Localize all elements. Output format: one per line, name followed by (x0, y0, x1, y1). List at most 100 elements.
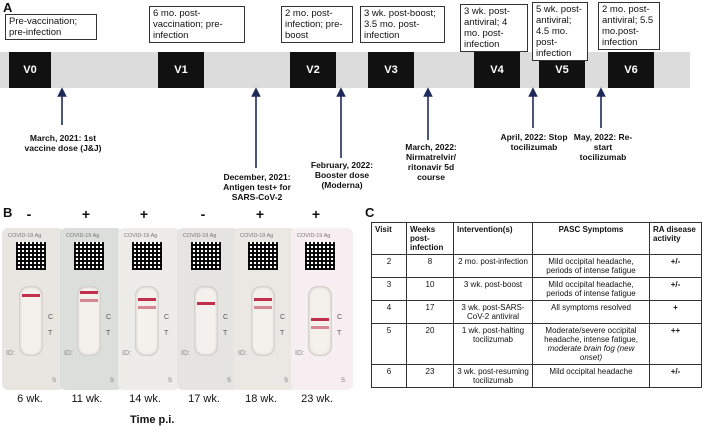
strip-t-label: T (337, 330, 342, 337)
control-line (254, 298, 272, 301)
header-ra-activity: RA disease activity (649, 222, 702, 255)
result-sign-4: - (200, 206, 206, 222)
cell-symptoms: Mild occipital headache, periods of inte… (532, 254, 650, 278)
event-label-6: May, 2022: Re-start tocilizumab (573, 132, 633, 162)
strip-header: COVID-19 Ag (183, 233, 217, 239)
event-label-3: February, 2022: Booster dose (Moderna) (310, 160, 374, 190)
header-visit: Visit (371, 222, 407, 255)
visit-box-v4: V4 (474, 52, 520, 88)
week-label-1: 6 wk. (17, 393, 43, 405)
status-box-v5: 5 wk. post-antiviral; 4.5 mo. post-infec… (532, 2, 588, 61)
strip-c-label: C (164, 314, 170, 321)
strip-s-label: S (168, 378, 173, 384)
cell-symptoms: Mild occipital headache (532, 364, 650, 388)
test-window (135, 286, 159, 356)
header-intervention: Intervention(s) (453, 222, 533, 255)
visit-box-v0: V0 (9, 52, 51, 88)
event-label-5: April, 2022: Stop tocilizumab (500, 132, 568, 152)
cell-symptoms: All symptoms resolved (532, 300, 650, 324)
strip-header: COVID-19 Ag (297, 233, 331, 239)
qr-code-icon (16, 242, 46, 270)
control-line (197, 302, 215, 305)
cell-weeks: 23 (406, 364, 454, 388)
qr-code-icon (132, 242, 162, 270)
strip-id-label: ID: (6, 350, 15, 357)
strip-c-label: C (223, 314, 229, 321)
panel-label-b: B (3, 205, 13, 220)
panel-label-c: C (365, 205, 375, 220)
strip-t-label: T (223, 330, 228, 337)
cell-weeks: 20 (406, 323, 454, 365)
cell-intervention: 3 wk. post-SARS-CoV-2 antiviral (453, 300, 533, 324)
control-line (80, 291, 98, 294)
event-label-2: December, 2021: Antigen test+ for SARS-C… (223, 172, 291, 202)
visit-box-v3: V3 (368, 52, 414, 88)
strip-s-label: S (341, 378, 346, 384)
qr-code-icon (305, 242, 335, 270)
visit-box-v6: V6 (608, 52, 654, 88)
strip-c-label: C (280, 314, 286, 321)
result-sign-1: - (26, 206, 32, 222)
control-line (311, 318, 329, 321)
cell-ra: ++ (649, 323, 702, 365)
cell-ra: +/- (649, 364, 702, 388)
test-window (19, 286, 43, 356)
strip-id-label: ID: (238, 350, 247, 357)
event-label-1: March, 2021: 1st vaccine dose (J&J) (24, 133, 102, 153)
cell-weeks: 10 (406, 277, 454, 301)
cell-weeks: 8 (406, 254, 454, 278)
cell-visit: 4 (371, 300, 407, 324)
strip-s-label: S (52, 378, 57, 384)
cell-visit: 2 (371, 254, 407, 278)
status-box-v6: 2 mo. post-antiviral; 5.5 mo.post-infect… (598, 2, 660, 50)
week-label-4: 17 wk. (188, 393, 220, 405)
header-symptoms: PASC Symptoms (532, 222, 650, 255)
status-box-v4: 3 wk. post-antiviral; 4 mo. post-infecti… (460, 4, 528, 52)
cell-intervention: 3 wk. post-boost (453, 277, 533, 301)
test-line (311, 326, 329, 329)
result-sign-3: + (139, 206, 149, 222)
qr-code-icon (74, 242, 104, 270)
strip-header: COVID-19 Ag (124, 233, 158, 239)
control-line (138, 298, 156, 301)
test-strip-3: COVID-19 Ag C T ID: S (118, 228, 180, 390)
cell-ra: +/- (649, 254, 702, 278)
panel-label-a: A (3, 0, 13, 15)
event-label-4: March, 2022: Nirmatrelvir/ ritonavir 5d … (405, 142, 457, 182)
cell-intervention: 3 wk. post-resuming tocilizumab (453, 364, 533, 388)
test-window (194, 286, 218, 356)
cell-symptoms: Mild occipital headache, periods of inte… (532, 277, 650, 301)
cell-symptoms: Moderate/severe occipital headache, inte… (532, 323, 650, 365)
strip-c-label: C (48, 314, 54, 321)
strip-header: COVID-19 Ag (240, 233, 274, 239)
strip-id-label: ID: (122, 350, 131, 357)
cell-intervention: 2 mo. post-infection (453, 254, 533, 278)
header-weeks: Weeks post-infection (406, 222, 454, 255)
table-header-row: Visit Weeks post-infection Intervention(… (371, 222, 702, 255)
status-box-v1: 6 mo. post-vaccination; pre-infection (149, 6, 245, 43)
status-box-v2: 2 mo. post-infection; pre-boost (281, 6, 353, 43)
qr-code-icon (191, 242, 221, 270)
strip-header: COVID-19 Ag (8, 233, 42, 239)
test-window (251, 286, 275, 356)
week-label-3: 14 wk. (129, 393, 161, 405)
result-sign-5: + (255, 206, 265, 222)
week-label-2: 11 wk. (71, 393, 103, 405)
strip-t-label: T (164, 330, 169, 337)
qr-code-icon (248, 242, 278, 270)
strip-t-label: T (280, 330, 285, 337)
test-line (80, 299, 98, 302)
week-label-5: 18 wk. (245, 393, 277, 405)
strip-header: COVID-19 Ag (66, 233, 100, 239)
test-window (308, 286, 332, 356)
cell-ra: +/- (649, 277, 702, 301)
